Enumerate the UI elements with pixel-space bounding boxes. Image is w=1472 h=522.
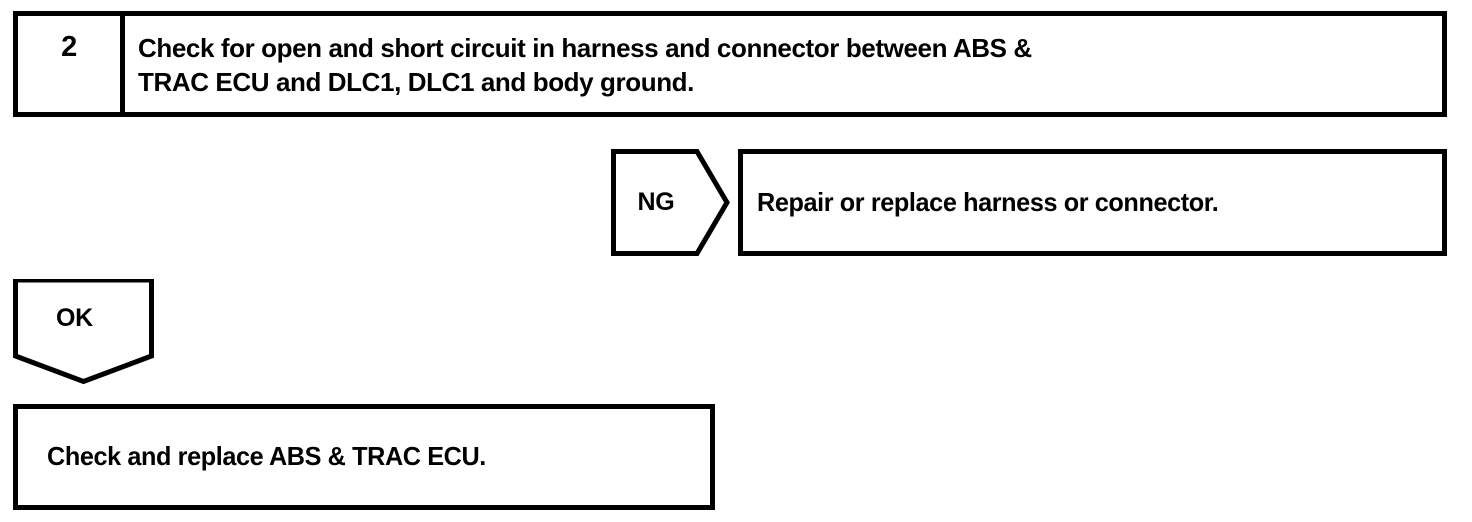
repair-node: Repair or replace harness or connector. [738,149,1447,256]
result-node-text: Check and replace ABS & TRAC ECU. [47,441,486,472]
step-number-cell: 2 [18,16,125,112]
step-row-2: 2 Check for open and short circuit in ha… [13,11,1447,117]
repair-node-text: Repair or replace harness or connector. [757,186,1219,217]
ok-branch-arrow: OK [13,279,154,384]
result-node: Check and replace ABS & TRAC ECU. [13,404,715,510]
ok-arrow-icon [13,279,154,384]
step-number: 2 [61,31,77,63]
ng-arrow-icon [611,149,730,256]
ng-branch-arrow: NG [611,149,730,256]
step-instruction-cell: Check for open and short circuit in harn… [125,16,1442,112]
step-instruction-text: Check for open and short circuit in harn… [138,33,1032,97]
